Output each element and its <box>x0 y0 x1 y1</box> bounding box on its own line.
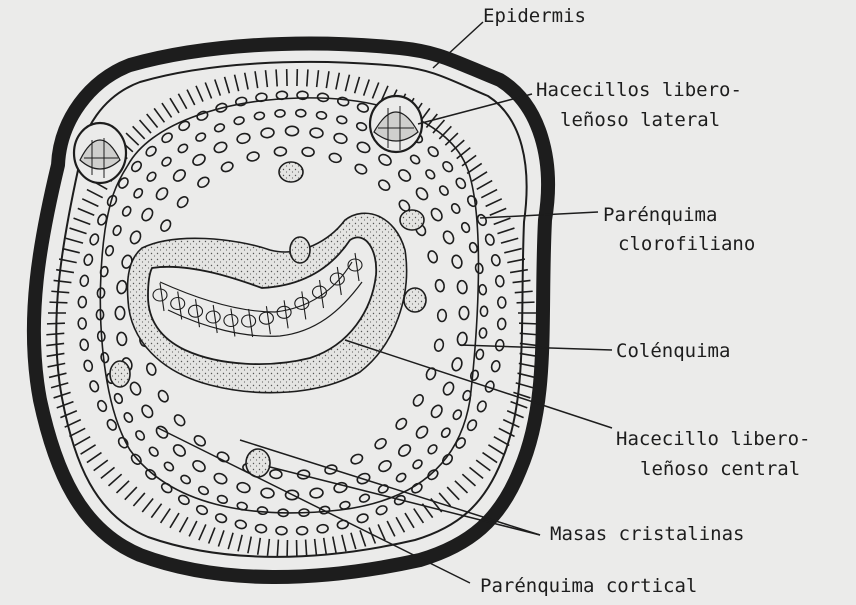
crystal-mass <box>404 288 426 312</box>
label-hacecillos-lateral-1: Hacecillos libero- <box>536 79 742 101</box>
epidermis-cell-wall <box>517 302 535 303</box>
epidermis-cell-wall <box>307 69 308 86</box>
epidermis-cell-wall <box>47 323 65 324</box>
label-parenquima-clorofiliano-1: Parénquima <box>603 204 717 226</box>
label-parenquima-clorofiliano-2: clorofiliano <box>618 233 755 255</box>
label-hacecillos-lateral-2: leñoso lateral <box>560 109 720 131</box>
label-masas-cristalinas: Masas cristalinas <box>550 523 744 545</box>
epidermis-cell-wall <box>306 540 307 557</box>
lateral-vascular-bundle-left <box>74 123 126 183</box>
label-colenquima: Colénquima <box>616 340 730 362</box>
crystal-mass <box>110 361 130 387</box>
label-parenquima-cortical: Parénquima cortical <box>480 575 697 597</box>
label-hacecillo-central-1: Hacecillo libero- <box>616 428 810 450</box>
epidermis-cell-wall <box>519 323 537 324</box>
label-hacecillo-central-2: leñoso central <box>640 458 800 480</box>
label-epidermis: Epidermis <box>483 5 586 27</box>
epidermis-cell-wall <box>277 540 278 557</box>
crystal-mass <box>290 237 310 263</box>
lateral-vascular-bundle-right <box>370 96 422 152</box>
crystal-mass <box>279 162 303 182</box>
crystal-mass <box>400 210 424 230</box>
epidermis-cell-wall <box>49 302 67 303</box>
epidermis-cell-wall <box>276 69 277 86</box>
